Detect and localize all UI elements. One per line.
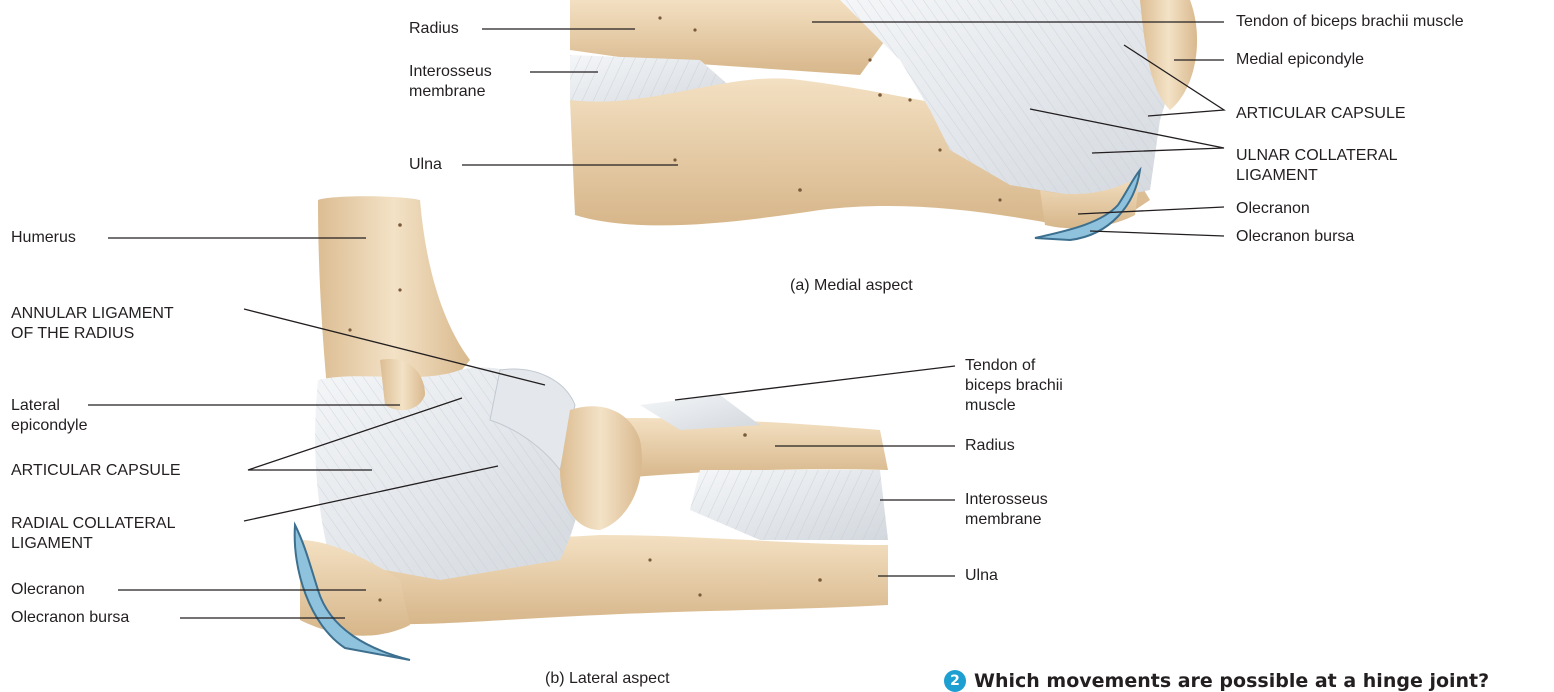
label-medial-ulna: Ulna bbox=[409, 155, 442, 175]
label-lateral-articular-capsule: ARTICULAR CAPSULE bbox=[11, 461, 181, 481]
label-lateral-olecranon: Olecranon bbox=[11, 580, 85, 600]
label-lateral-epicondyle: Lateral epicondyle bbox=[11, 396, 88, 436]
label-line: Lateral bbox=[11, 396, 88, 416]
label-lateral-olecranon-bursa: Olecranon bursa bbox=[11, 608, 129, 628]
label-radial-collateral-ligament: RADIAL COLLATERAL LIGAMENT bbox=[11, 514, 176, 554]
caption-medial-aspect: (a) Medial aspect bbox=[790, 277, 913, 295]
label-line: LIGAMENT bbox=[11, 534, 176, 554]
label-line: membrane bbox=[965, 510, 1048, 530]
label-line: muscle bbox=[965, 396, 1063, 416]
lateral-illustration bbox=[295, 196, 888, 660]
label-medial-tendon-biceps: Tendon of biceps brachii muscle bbox=[1236, 12, 1464, 32]
label-medial-interosseus-membrane: Interosseus membrane bbox=[409, 62, 492, 102]
leader-line bbox=[675, 366, 955, 400]
label-humerus: Humerus bbox=[11, 228, 76, 248]
review-question: 2 Which movements are possible at a hinge… bbox=[944, 670, 1489, 692]
label-line: membrane bbox=[409, 82, 492, 102]
label-line: ULNAR COLLATERAL bbox=[1236, 146, 1398, 166]
caption-lateral-aspect: (b) Lateral aspect bbox=[545, 670, 670, 688]
label-medial-olecranon: Olecranon bbox=[1236, 199, 1310, 219]
label-line: LIGAMENT bbox=[1236, 166, 1398, 186]
label-lateral-ulna: Ulna bbox=[965, 566, 998, 586]
label-line: biceps brachii bbox=[965, 376, 1063, 396]
label-line: Interosseus bbox=[965, 490, 1048, 510]
label-line: epicondyle bbox=[11, 416, 88, 436]
label-medial-olecranon-bursa: Olecranon bursa bbox=[1236, 227, 1354, 247]
label-annular-ligament: ANNULAR LIGAMENT OF THE RADIUS bbox=[11, 304, 174, 344]
question-number-badge: 2 bbox=[944, 670, 966, 692]
question-text: Which movements are possible at a hinge … bbox=[974, 670, 1489, 692]
label-line: ANNULAR LIGAMENT bbox=[11, 304, 174, 324]
label-line: Tendon of bbox=[965, 356, 1063, 376]
label-lateral-interosseus-membrane: Interosseus membrane bbox=[965, 490, 1048, 530]
label-medial-epicondyle: Medial epicondyle bbox=[1236, 50, 1364, 70]
lateral-radial-head bbox=[560, 406, 642, 530]
label-line: RADIAL COLLATERAL bbox=[11, 514, 176, 534]
label-medial-articular-capsule: ARTICULAR CAPSULE bbox=[1236, 104, 1406, 124]
label-lateral-radius: Radius bbox=[965, 436, 1015, 456]
label-line: OF THE RADIUS bbox=[11, 324, 174, 344]
label-medial-radius: Radius bbox=[409, 19, 459, 39]
label-lateral-tendon-biceps: Tendon of biceps brachii muscle bbox=[965, 356, 1063, 416]
leader-line bbox=[1090, 231, 1224, 236]
label-line: Interosseus bbox=[409, 62, 492, 82]
medial-illustration bbox=[570, 0, 1197, 240]
label-ulnar-collateral-ligament: ULNAR COLLATERAL LIGAMENT bbox=[1236, 146, 1398, 186]
